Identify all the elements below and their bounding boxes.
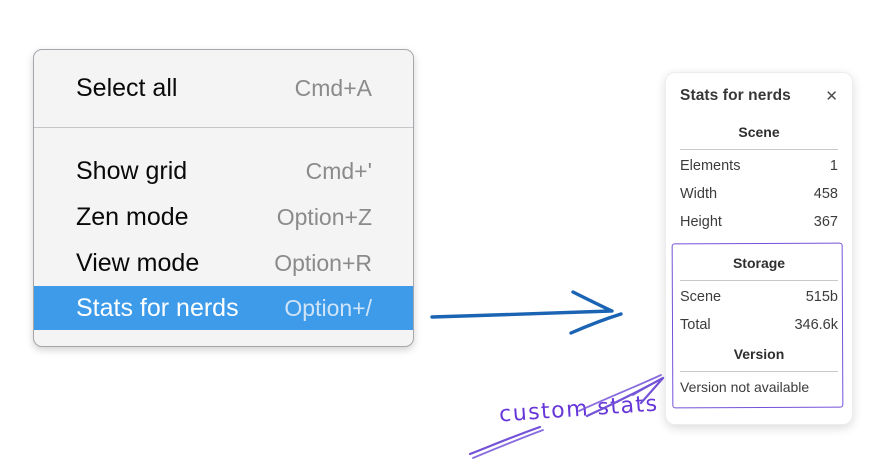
stat-value: 367 bbox=[813, 214, 838, 230]
menu-item-shortcut: Cmd+A bbox=[294, 75, 372, 101]
menu-divider bbox=[34, 127, 413, 128]
section-divider bbox=[680, 149, 838, 150]
stat-row-scene-storage: Scene 515b bbox=[680, 283, 838, 311]
stat-value: 515b bbox=[805, 289, 838, 305]
menu-item-view-mode[interactable]: View mode Option+R bbox=[34, 240, 413, 286]
stats-panel: Stats for nerds ✕ Scene Elements 1 Width… bbox=[665, 72, 853, 425]
menu-item-shortcut: Option+R bbox=[274, 249, 372, 276]
context-menu: Select all Cmd+A Show grid Cmd+' Zen mod… bbox=[33, 49, 414, 347]
section-divider bbox=[680, 280, 838, 281]
section-divider bbox=[680, 371, 838, 372]
stat-row-width: Width 458 bbox=[680, 180, 838, 208]
stat-value: 346.6k bbox=[794, 317, 838, 333]
stat-row-total-storage: Total 346.6k bbox=[680, 311, 838, 339]
menu-item-show-grid[interactable]: Show grid Cmd+' bbox=[34, 148, 413, 194]
pointer-arrow bbox=[430, 290, 623, 335]
section-title: Version bbox=[733, 346, 785, 362]
annotation-arrow bbox=[468, 374, 665, 459]
scene-section: Scene Elements 1 Width 458 Height 367 bbox=[680, 123, 838, 236]
stat-label: Height bbox=[680, 214, 722, 230]
close-icon[interactable]: ✕ bbox=[825, 87, 838, 105]
storage-section: Storage Scene 515b Total 346.6k bbox=[680, 254, 838, 339]
menu-item-select-all[interactable]: Select all Cmd+A bbox=[34, 50, 413, 127]
section-title: Scene bbox=[738, 124, 780, 140]
stats-panel-header: Stats for nerds ✕ bbox=[680, 85, 838, 107]
stat-label: Scene bbox=[680, 289, 722, 305]
stats-panel-title: Stats for nerds bbox=[680, 87, 791, 104]
custom-stats-zone: Storage Scene 515b Total 346.6k Version … bbox=[671, 242, 844, 409]
stat-row-height: Height 367 bbox=[680, 208, 838, 236]
stat-label: Elements bbox=[680, 158, 741, 174]
version-section: Version Version not available bbox=[680, 345, 838, 400]
stat-row-elements: Elements 1 bbox=[680, 152, 838, 180]
menu-item-shortcut: Option+/ bbox=[284, 294, 372, 321]
menu-item-label: View mode bbox=[76, 248, 200, 277]
menu-item-shortcut: Option+Z bbox=[276, 203, 372, 230]
stat-label: Total bbox=[680, 317, 711, 333]
menu-item-zen-mode[interactable]: Zen mode Option+Z bbox=[34, 194, 413, 240]
menu-item-stats-for-nerds[interactable]: Stats for nerds Option+/ bbox=[34, 286, 413, 330]
version-note: Version not available bbox=[680, 379, 810, 395]
stat-value: 1 bbox=[829, 158, 838, 174]
menu-item-label: Show grid bbox=[76, 156, 188, 185]
menu-item-label: Zen mode bbox=[76, 202, 189, 231]
stat-label: Width bbox=[680, 186, 718, 202]
menu-item-label: Stats for nerds bbox=[76, 293, 239, 322]
menu-item-shortcut: Cmd+' bbox=[305, 157, 372, 184]
menu-group: Show grid Cmd+' Zen mode Option+Z View m… bbox=[34, 128, 413, 330]
section-title: Storage bbox=[732, 255, 786, 271]
menu-item-label: Select all bbox=[76, 74, 178, 102]
stat-value: 458 bbox=[813, 186, 838, 202]
